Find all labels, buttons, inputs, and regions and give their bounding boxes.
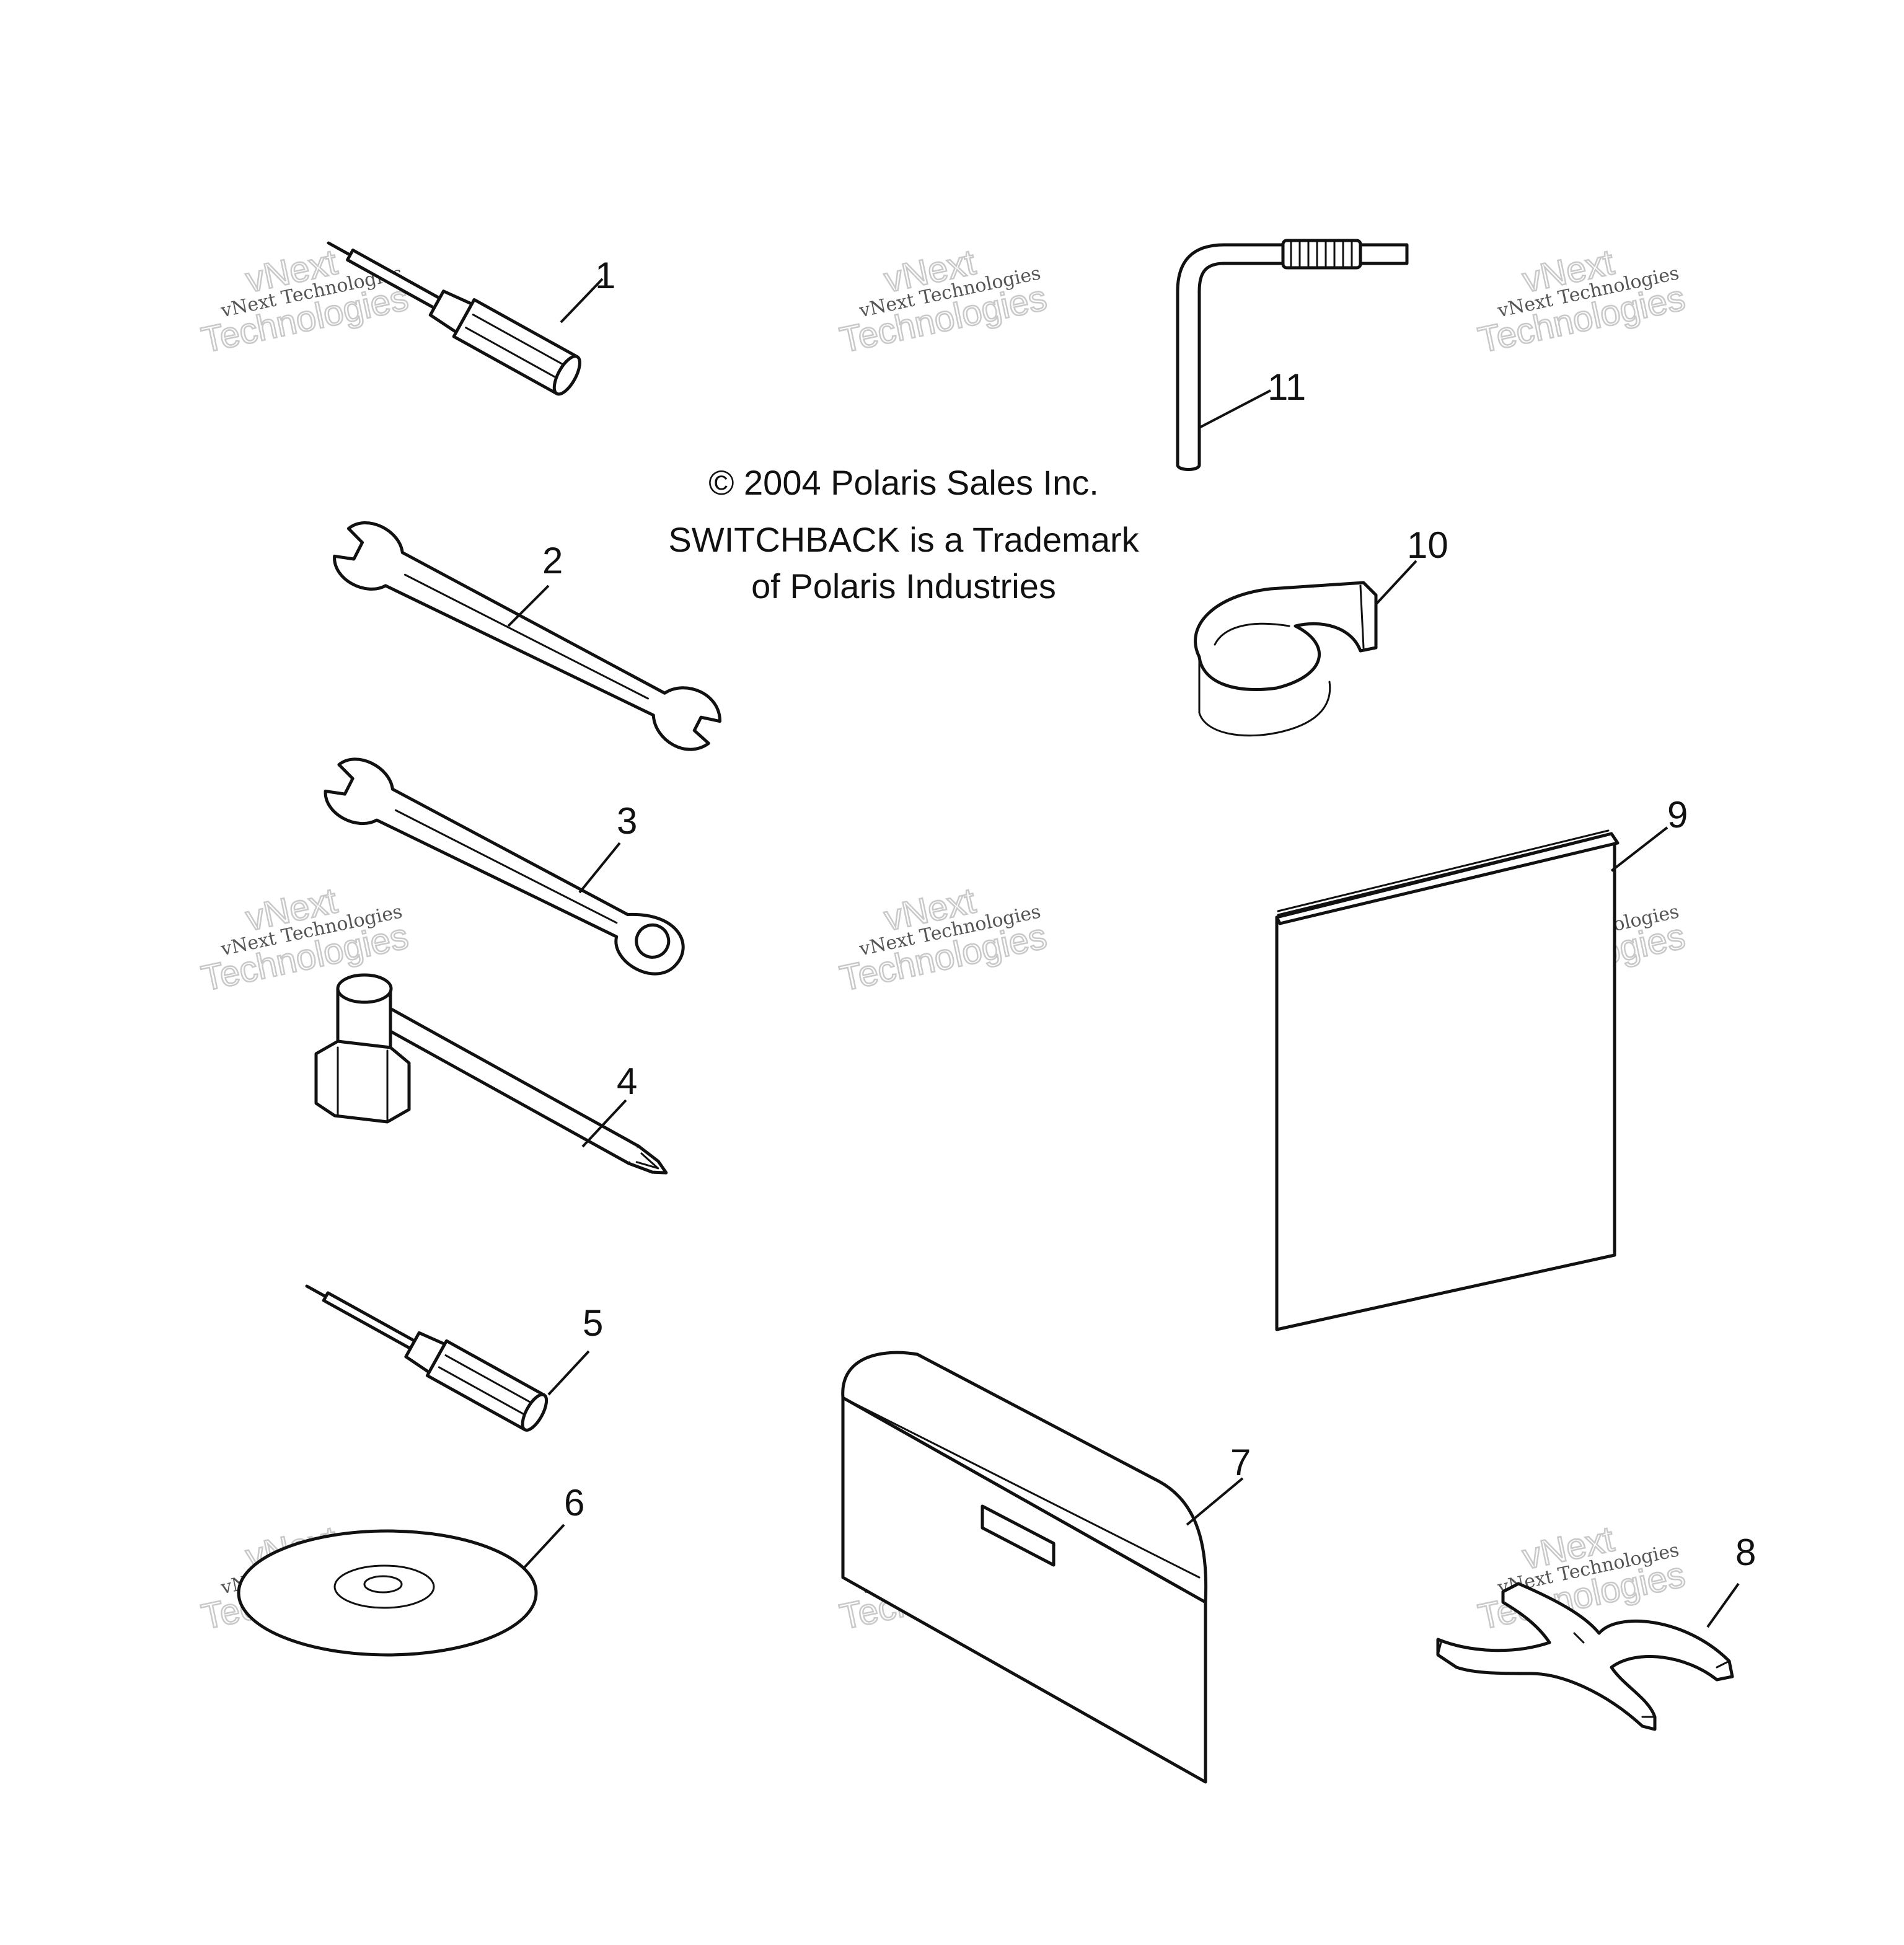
part-11-l-wrench: 11	[1176, 239, 1409, 471]
callout-6: 6	[564, 1482, 584, 1524]
l-wrench-grip	[1281, 239, 1362, 270]
callout-11: 11	[1267, 366, 1306, 408]
callout-1: 1	[595, 255, 615, 296]
part-9-manual: 9	[1275, 794, 1688, 1331]
watermark: vNext vNext Technologies Technologies	[835, 241, 1051, 361]
trademark-text-line2: of Polaris Industries	[751, 567, 1056, 606]
callout-5: 5	[583, 1302, 603, 1344]
watermark: vNext vNext Technologies Technologies	[835, 880, 1051, 1000]
part-2-open-end-wrench: 2	[333, 521, 722, 751]
part-5-small-screwdriver: 5	[305, 1284, 603, 1432]
part-8-clamp-tool: 8	[1436, 1532, 1756, 1731]
watermark: vNext vNext Technologies Technologies	[1474, 241, 1689, 361]
copyright-text: © 2004 Polaris Sales Inc.	[708, 463, 1099, 502]
part-4-socket-wrench: 4	[314, 973, 668, 1175]
trademark-text-line1: SWITCHBACK is a Trademark	[668, 520, 1139, 559]
callout-8: 8	[1735, 1532, 1756, 1573]
callout-2: 2	[542, 540, 563, 581]
copyright-notice: © 2004 Polaris Sales Inc. SWITCHBACK is …	[668, 463, 1139, 606]
part-7-envelope: 7	[841, 1351, 1251, 1784]
callout-4: 4	[617, 1061, 637, 1102]
callout-7: 7	[1230, 1442, 1251, 1483]
part-10-strap: 10	[1194, 524, 1448, 737]
callout-10: 10	[1407, 524, 1448, 566]
callout-9: 9	[1667, 794, 1688, 836]
callout-3: 3	[617, 800, 637, 842]
part-1-screwdriver: 1	[327, 241, 615, 396]
part-3-combination-wrench: 3	[324, 757, 685, 976]
part-6-disc: 6	[237, 1482, 584, 1657]
watermark: vNext vNext Technologies Technologies	[197, 241, 412, 361]
